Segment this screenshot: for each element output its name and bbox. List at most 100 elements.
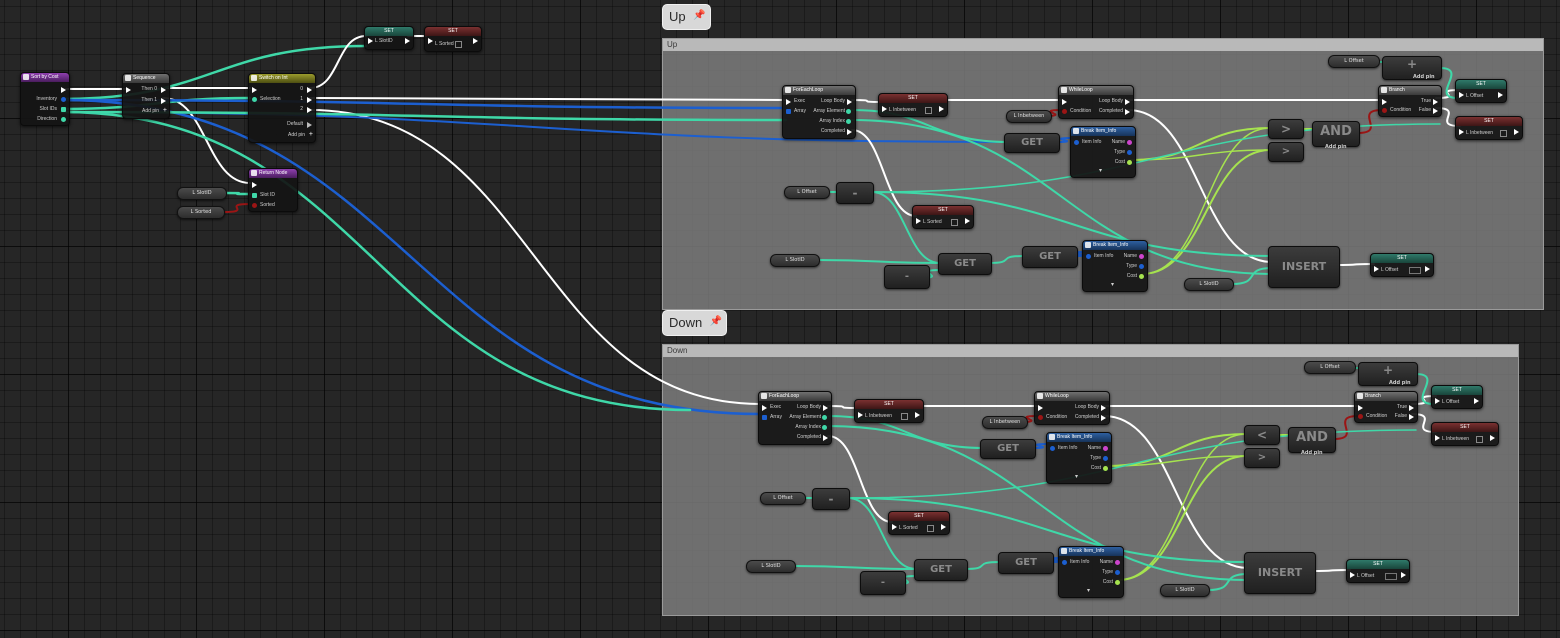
switch-header[interactable]: Switch on Int [249,74,315,83]
set-header[interactable]: SET [855,400,923,409]
exec-in-pin[interactable] [1435,435,1440,441]
set-header[interactable]: SET [1371,254,1433,263]
down-get-offset-top[interactable]: L Offset [1304,361,1356,374]
set-header[interactable]: SET [1456,80,1506,89]
branch-header[interactable]: Branch [1379,86,1441,95]
exec-in-pin[interactable] [1038,405,1043,411]
function-entry-header[interactable]: Sort by Cost [21,73,69,82]
chevron-down-icon[interactable]: ▾ [1087,588,1091,594]
name-pin[interactable] [1127,140,1132,145]
loop-body-pin[interactable] [1101,405,1106,411]
pushpin-icon[interactable]: 📌 [709,316,723,327]
down-get-offset[interactable]: L Offset [760,492,806,505]
exec-in-pin[interactable] [368,38,373,44]
exec-out-pin[interactable] [941,524,946,530]
set-header[interactable]: SET [1347,560,1409,569]
inventory-pin[interactable] [61,97,66,102]
up-break-info-node-2[interactable]: Break Item_Info Item Info Name Type Cost… [1082,240,1148,292]
exec-in-pin[interactable] [762,405,767,411]
value-checkbox[interactable] [901,413,908,420]
condition-pin[interactable] [1358,414,1363,419]
down-break-info-node[interactable]: Break Item_Info Item Info Name Type Cost… [1046,432,1112,484]
return-header[interactable]: Return Node [249,169,297,178]
chevron-down-icon[interactable]: ▾ [1075,474,1079,480]
add-pin-button[interactable]: Add pin [1389,380,1411,386]
exec-in-pin[interactable] [1435,398,1440,404]
array-element-pin[interactable] [846,109,851,114]
down-get-node[interactable]: GET [914,559,968,581]
down-set-node[interactable]: SET L Inbetween [854,399,924,423]
set-header[interactable]: SET [1432,386,1482,395]
add-pin-button[interactable]: Add pin [288,132,305,138]
whileloop-header[interactable]: WhileLoop [1035,392,1109,401]
up-set-node[interactable]: SET L Offset [1370,253,1434,277]
pushpin-icon[interactable]: 📌 [693,10,706,21]
loop-body-pin[interactable] [1125,99,1130,105]
down-compare-eq-node[interactable]: > [1244,448,1280,468]
plus-icon[interactable]: + [162,107,167,114]
down-set-node[interactable]: SET L Sorted [888,511,950,535]
exec-in-pin[interactable] [428,38,433,44]
completed-pin[interactable] [1101,415,1106,421]
plus-icon[interactable]: + [308,131,313,138]
exec-in-pin[interactable] [1358,405,1363,411]
exec-out-pin[interactable] [61,87,66,93]
exec-out-pin[interactable] [965,218,970,224]
array-index-pin[interactable] [846,119,851,124]
sequence-node[interactable]: Sequence Then 0 Then 1 Add pin + [122,73,170,119]
down-branch-node[interactable]: Branch Condition True False [1354,391,1418,423]
foreach-header[interactable]: ForEachLoop [759,392,831,401]
up-compare-eq-node[interactable]: > [1268,142,1304,162]
cost-pin[interactable] [1139,274,1144,279]
up-get-array-node[interactable]: GET [1004,133,1060,153]
whileloop-header[interactable]: WhileLoop [1059,86,1133,95]
name-pin[interactable] [1139,254,1144,259]
down-get-array-node-2[interactable]: GET [998,552,1054,574]
value-checkbox[interactable] [925,107,932,114]
exec-out-pin[interactable] [1514,129,1519,135]
exec-in-pin[interactable] [786,99,791,105]
condition-pin[interactable] [1382,108,1387,113]
up-insert-node[interactable]: INSERT [1268,246,1340,288]
down-get-array-node[interactable]: GET [980,439,1036,459]
down-break-info-node-2[interactable]: Break Item_Info Item Info Name Type Cost… [1058,546,1124,598]
exec-out-pin[interactable] [1401,572,1406,578]
set-l-slotid-node[interactable]: SET L SlotID [364,26,414,50]
value-checkbox[interactable] [455,41,462,48]
exec-in-pin[interactable] [882,106,887,112]
value-checkbox[interactable] [951,219,958,226]
exec-in-pin[interactable] [126,87,131,93]
down-foreach-node[interactable]: ForEachLoop Exec Array Loop Body Array E… [758,391,832,445]
up-add-node[interactable]: +Add pin [1382,56,1442,80]
up-get-array-node-2[interactable]: GET [1022,246,1078,268]
up-get-slotid[interactable]: L SlotID [770,254,820,267]
comment-bubble-down[interactable]: Down 📌 [662,310,728,336]
type-pin[interactable] [1139,264,1144,269]
array-element-pin[interactable] [822,415,827,420]
break-info-header[interactable]: Break Item_Info [1071,127,1135,136]
set-header[interactable]: SET [1456,117,1522,126]
true-pin[interactable] [1409,405,1414,411]
exec-out-pin[interactable] [473,38,478,44]
down-subtract-node[interactable]: - [812,488,850,510]
exec-in-pin[interactable] [1062,99,1067,105]
get-l-sorted[interactable]: L Sorted [177,206,225,219]
down-get-slotid[interactable]: L SlotID [746,560,796,573]
down-set-node[interactable]: SET L Offset [1431,385,1483,409]
item-info-pin[interactable] [1050,446,1055,451]
exec-in-pin[interactable] [252,182,257,188]
exec-out-pin[interactable] [1425,266,1430,272]
exec-out-pin[interactable] [1490,435,1495,441]
switch-on-int-node[interactable]: Switch on Int Selection 0 1 2 Default Ad… [248,73,316,143]
up-compare-node[interactable]: > [1268,119,1304,139]
completed-pin[interactable] [847,129,852,135]
then1-pin[interactable] [161,98,166,104]
down-insert-node[interactable]: INSERT [1244,552,1316,594]
set-header[interactable]: SET [889,512,949,521]
down-get-inbetween[interactable]: L Inbetween [982,416,1028,429]
up-set-node[interactable]: SET L Sorted [912,205,974,229]
sequence-header[interactable]: Sequence [123,74,169,83]
name-pin[interactable] [1115,560,1120,565]
foreach-header[interactable]: ForEachLoop [783,86,855,95]
exec-in-pin[interactable] [1459,92,1464,98]
